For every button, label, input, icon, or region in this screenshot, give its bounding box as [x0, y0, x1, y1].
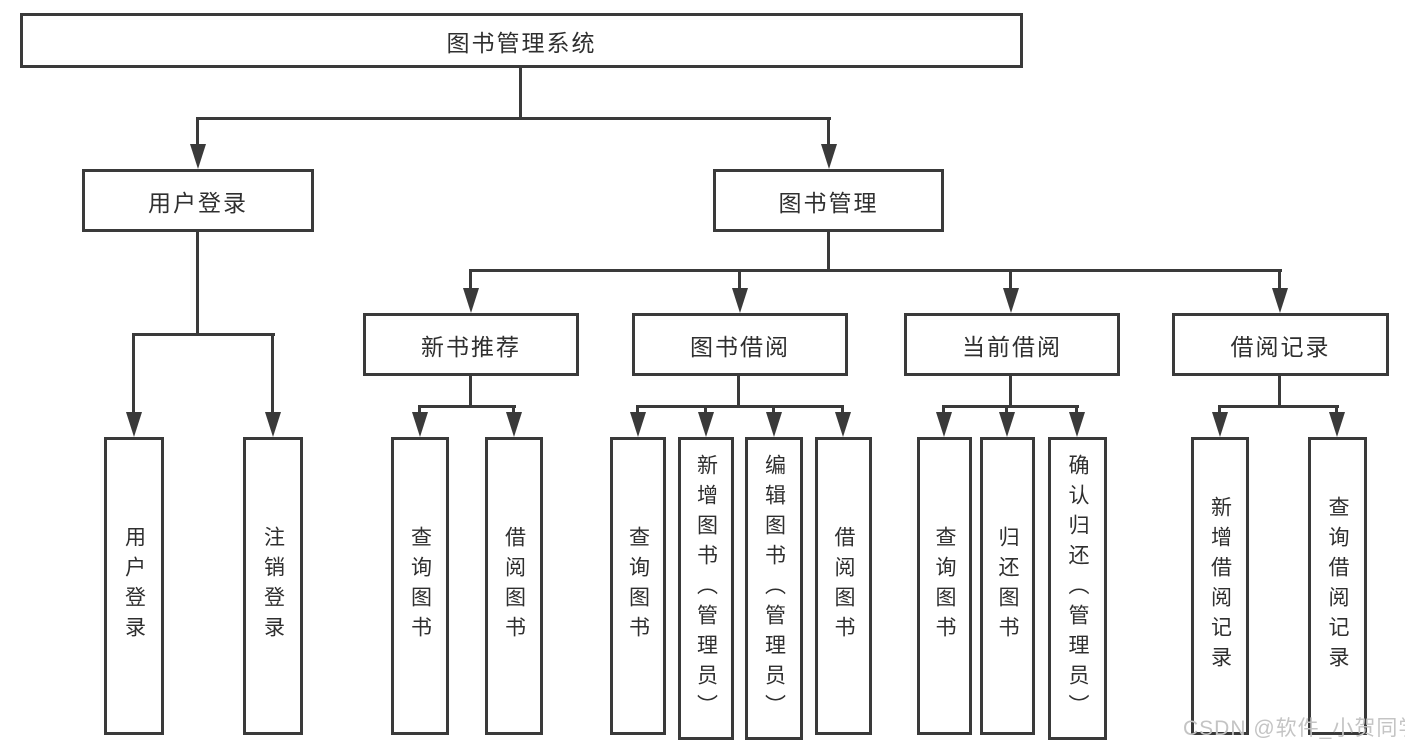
node-book-borrow: 图书借阅 [632, 313, 848, 376]
connector-line [841, 408, 844, 413]
leaf-query-borrow-record: 查询借阅记录 [1308, 437, 1367, 735]
arrowhead-icon [412, 412, 428, 437]
connector-line [1009, 376, 1012, 407]
connector-line [1278, 272, 1281, 288]
arrowhead-icon [835, 412, 851, 437]
connector-line [1075, 408, 1078, 413]
arrowhead-icon [1329, 412, 1345, 437]
connector-line [196, 232, 199, 335]
leaf-label: 用户登录 [122, 526, 146, 646]
connector-line [519, 68, 522, 119]
node-user-login: 用户登录 [82, 169, 314, 232]
arrowhead-icon [936, 412, 952, 437]
leaf-add-borrow-record: 新增借阅记录 [1191, 437, 1249, 735]
leaf-return-book: 归还图书 [980, 437, 1035, 735]
connector-line [738, 272, 741, 288]
node-label: 图书管理系统 [446, 29, 597, 56]
leaf-label: 查询借阅记录 [1326, 496, 1349, 676]
leaf-label: 新增图书（管理员） [694, 453, 718, 724]
arrowhead-icon [190, 144, 206, 169]
connector-line [942, 408, 945, 413]
connector-line [196, 117, 831, 120]
leaf-label: 编辑图书（管理员） [762, 453, 786, 724]
leaf-edit-book-admin: 编辑图书（管理员） [745, 437, 803, 740]
arrowhead-icon [265, 412, 281, 437]
connector-line [196, 120, 199, 145]
connector-line [469, 376, 472, 407]
leaf-user-login: 用户登录 [104, 437, 164, 735]
arrowhead-icon [766, 412, 782, 437]
arrowhead-icon [821, 144, 837, 169]
arrowhead-icon [1212, 412, 1228, 437]
connector-line [132, 333, 275, 336]
arrowhead-icon [1003, 288, 1019, 313]
leaf-label: 确认归还（管理员） [1066, 453, 1089, 724]
leaf-query-books-recommend: 查询图书 [391, 437, 449, 735]
node-label: 图书借阅 [690, 333, 790, 360]
connector-line [469, 269, 1282, 272]
connector-line [737, 376, 740, 407]
leaf-add-book-admin: 新增图书（管理员） [678, 437, 734, 740]
connector-line [132, 336, 135, 412]
arrowhead-icon [506, 412, 522, 437]
watermark: CSDN @软件_小贺同学 [1183, 717, 1405, 740]
node-label: 用户登录 [148, 189, 248, 216]
leaf-label: 查询图书 [626, 526, 650, 646]
node-root: 图书管理系统 [20, 13, 1023, 68]
leaf-borrow-books: 借阅图书 [815, 437, 872, 735]
leaf-label: 查询图书 [408, 526, 432, 646]
connector-line [1218, 408, 1221, 413]
leaf-confirm-return-admin: 确认归还（管理员） [1048, 437, 1107, 740]
arrowhead-icon [126, 412, 142, 437]
connector-line [1009, 272, 1012, 288]
leaf-label: 新增借阅记录 [1208, 496, 1232, 676]
connector-line [704, 408, 707, 413]
connector-line [827, 232, 830, 270]
leaf-borrow-books-recommend: 借阅图书 [485, 437, 543, 735]
connector-line [1218, 405, 1339, 408]
connector-line [942, 405, 1079, 408]
leaf-query-books-current: 查询图书 [917, 437, 972, 735]
leaf-query-books-borrow: 查询图书 [610, 437, 666, 735]
node-new-book-recommend: 新书推荐 [363, 313, 579, 376]
arrowhead-icon [999, 412, 1015, 437]
leaf-label: 借阅图书 [502, 526, 526, 646]
leaf-label: 查询图书 [933, 526, 956, 646]
arrowhead-icon [698, 412, 714, 437]
leaf-logout: 注销登录 [243, 437, 303, 735]
leaf-label: 归还图书 [996, 526, 1019, 646]
leaf-label: 注销登录 [261, 526, 285, 646]
connector-line [827, 120, 830, 145]
connector-line [636, 405, 844, 408]
node-book-management: 图书管理 [713, 169, 944, 232]
node-label: 借阅记录 [1230, 333, 1331, 360]
connector-line [418, 408, 421, 413]
connector-line [1335, 408, 1338, 413]
connector-line [418, 405, 516, 408]
arrowhead-icon [1069, 412, 1085, 437]
leaf-label: 借阅图书 [832, 526, 855, 646]
arrowhead-icon [463, 288, 479, 313]
connector-line [512, 408, 515, 413]
connector-line [1278, 376, 1281, 407]
arrowhead-icon [630, 412, 646, 437]
node-borrow-records: 借阅记录 [1172, 313, 1389, 376]
arrowhead-icon [1272, 288, 1288, 313]
connector-line [772, 408, 775, 413]
arrowhead-icon [732, 288, 748, 313]
node-current-borrow: 当前借阅 [904, 313, 1120, 376]
connector-line [271, 336, 274, 412]
connector-line [469, 272, 472, 288]
connector-line [636, 408, 639, 413]
connector-line [1005, 408, 1008, 413]
node-label: 新书推荐 [421, 333, 521, 360]
node-label: 当前借阅 [962, 333, 1062, 360]
node-label: 图书管理 [778, 189, 879, 216]
